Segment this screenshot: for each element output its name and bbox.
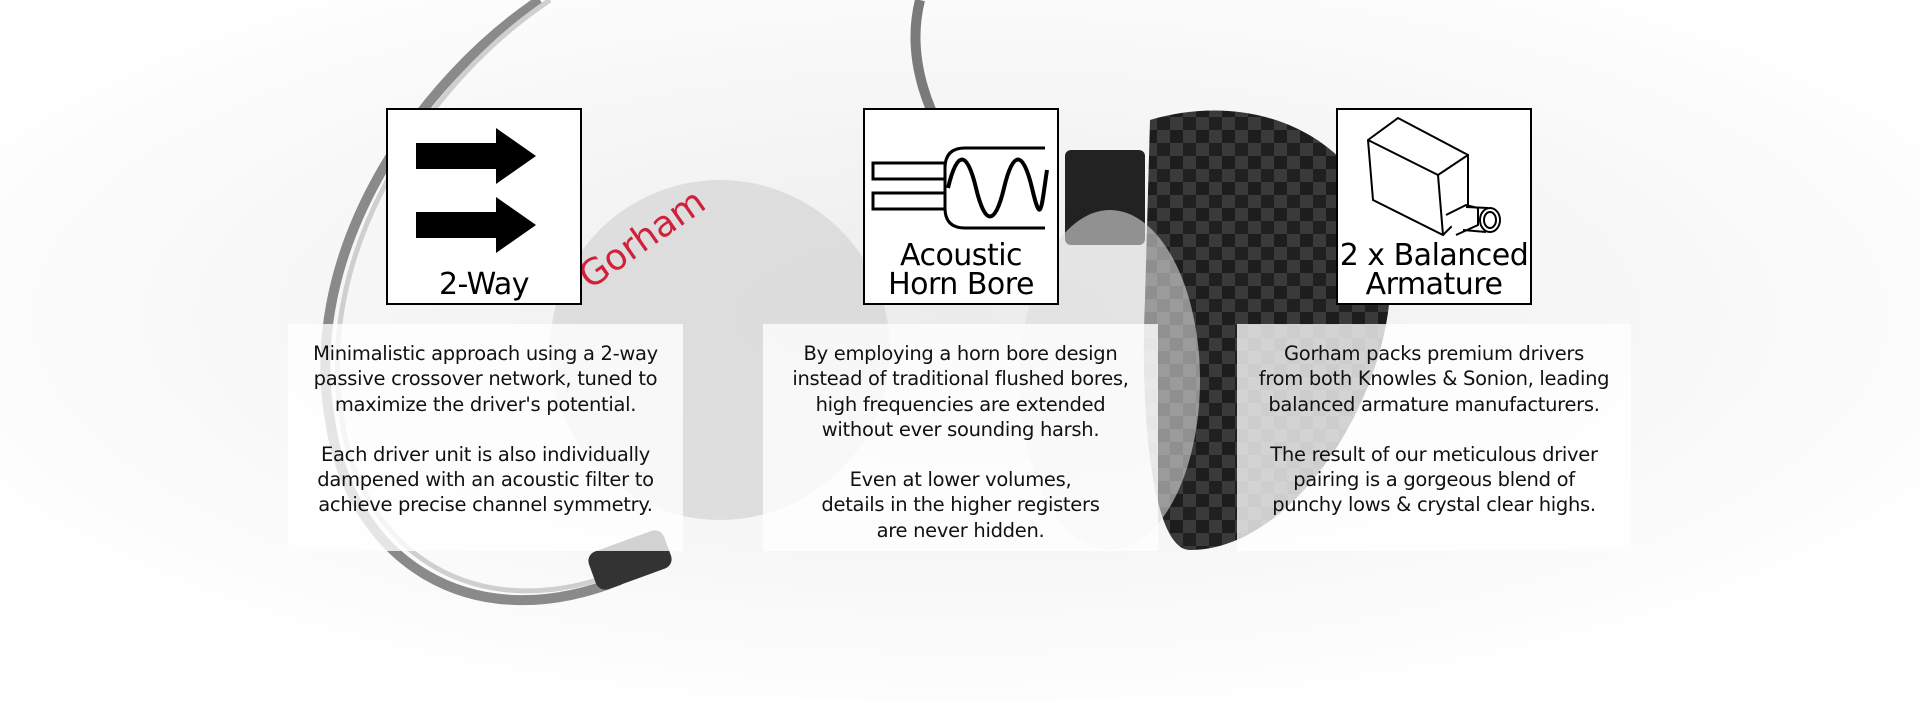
label-line: Acoustic xyxy=(899,238,1023,273)
feature-paragraph: Even at lower volumes, details in the hi… xyxy=(821,468,1100,542)
label-line: Horn Bore xyxy=(888,267,1034,302)
feature-paragraph: The result of our meticulous driver pair… xyxy=(1270,442,1598,517)
feature-description-panel: By employing a horn bore design instead … xyxy=(763,324,1158,551)
feature-paragraph: Each driver unit is also individually da… xyxy=(317,442,654,517)
label-line: 2 x Balanced xyxy=(1339,238,1529,273)
feature-description-panel: Minimalistic approach using a 2-way pass… xyxy=(288,324,683,551)
feature-description-panel: Gorham packs premium drivers from both K… xyxy=(1237,324,1631,551)
feature-icon-box-2-way: 2-Way xyxy=(386,108,582,305)
feature-paragraph: Minimalistic approach using a 2-way pass… xyxy=(313,342,658,416)
horn-bore-wave-icon xyxy=(871,146,1049,230)
feature-paragraph: By employing a horn bore design instead … xyxy=(792,342,1129,441)
two-arrows-icon xyxy=(416,128,536,253)
label-line: Armature xyxy=(1365,267,1503,302)
balanced-armature-driver-icon xyxy=(1366,116,1501,237)
feature-label: 2-Way xyxy=(438,267,530,302)
feature-paragraph: Gorham packs premium drivers from both K… xyxy=(1258,342,1610,416)
